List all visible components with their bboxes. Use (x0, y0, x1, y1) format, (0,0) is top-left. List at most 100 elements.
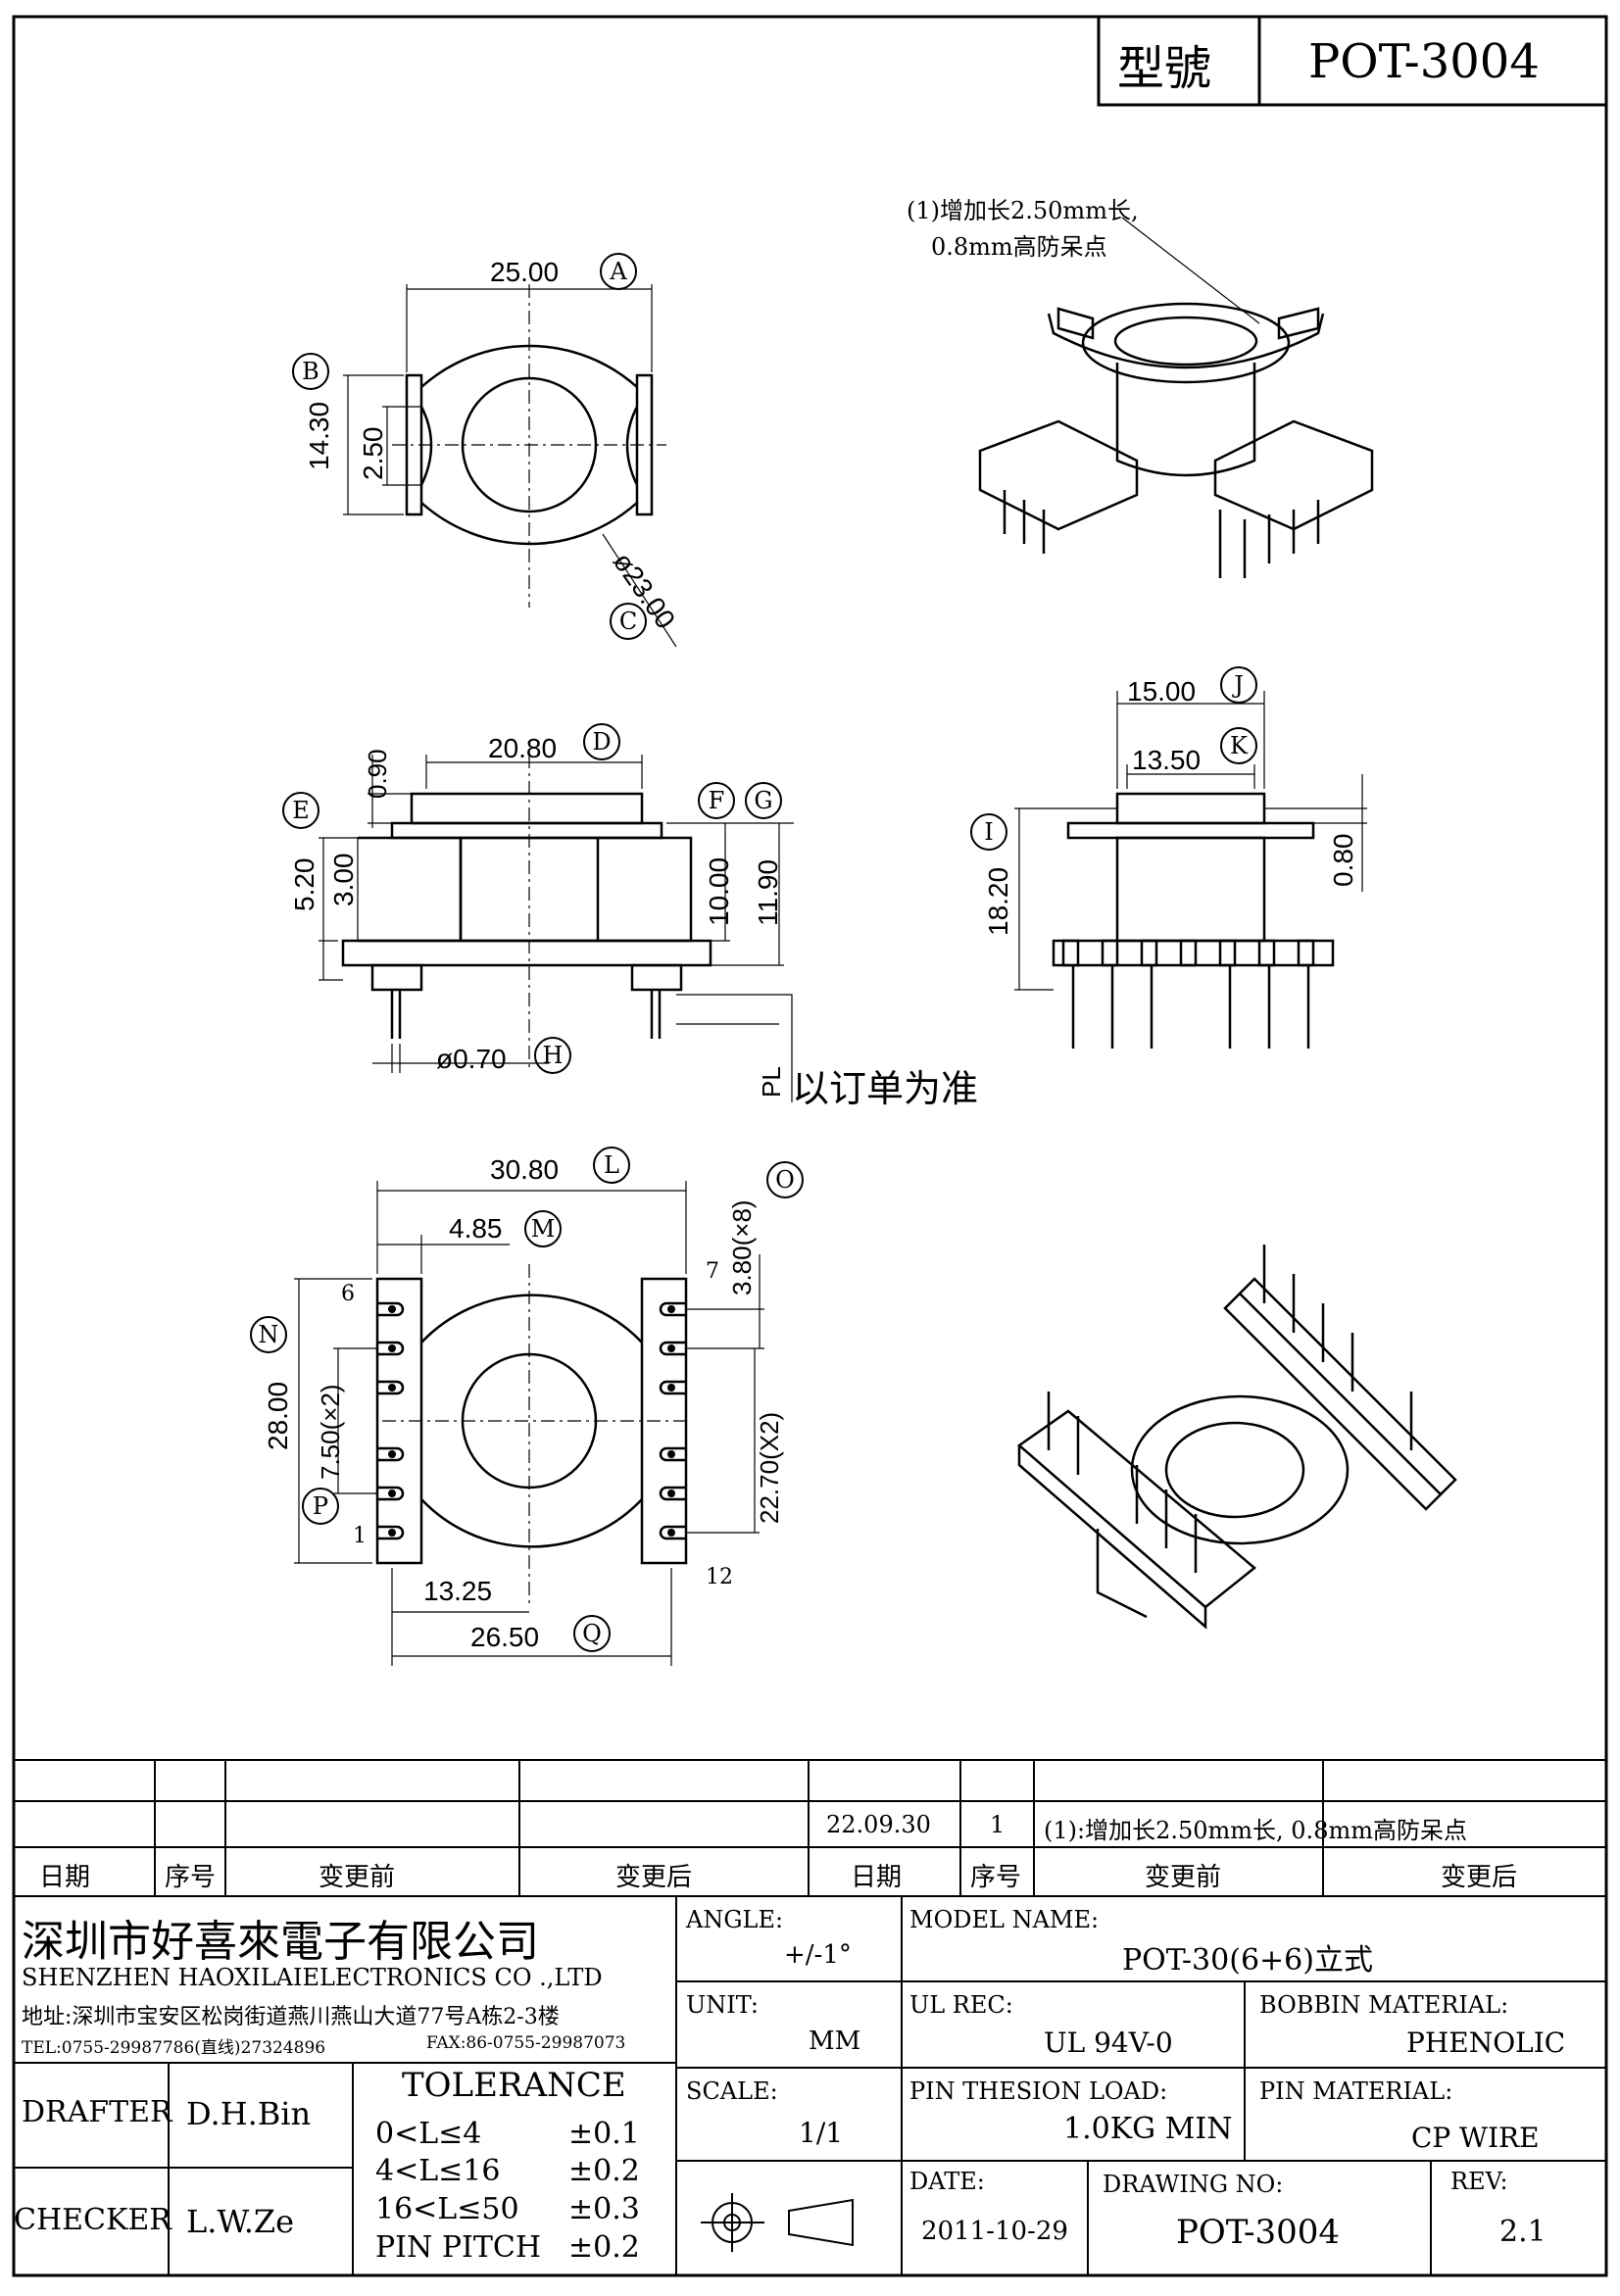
rev-label: REV: (1450, 2168, 1508, 2195)
company-address: 地址:深圳市宝安区松岗街道燕川燕山大道77号A栋2-3楼 (22, 2005, 560, 2029)
rev-date: 22.09.30 (826, 1811, 931, 1838)
tag-d: D (583, 723, 620, 760)
pl-note: 以订单为准 (792, 1067, 979, 1110)
dim-a: 25.00 (490, 257, 560, 287)
tag-a: A (600, 253, 637, 290)
dim-m: 4.85 (449, 1213, 503, 1244)
bobbin-value: PHENOLIC (1406, 2027, 1566, 2059)
tolerance-range-1: 0<L≤4 (375, 2117, 482, 2151)
bottom-view-left-slots (377, 1301, 405, 1540)
drafter-value: D.H.Bin (186, 2095, 312, 2132)
tag-m: M (524, 1210, 562, 1247)
model-value: POT-3004 (1308, 34, 1540, 89)
bottom-view-right-slots (659, 1301, 686, 1540)
ul-value: UL 94V-0 (1044, 2027, 1173, 2059)
bottom-view-pin-dots (388, 1305, 675, 1537)
checker-label: CHECKER (14, 2203, 172, 2237)
note-line1: (1)增加长2.50mm长, (907, 197, 1139, 224)
scale-label: SCALE: (686, 2077, 778, 2105)
tag-g: G (745, 782, 782, 819)
tolerance-value-1: ±0.1 (568, 2117, 640, 2151)
side-view-pin-slots (1061, 939, 1315, 967)
rev-header-date: 日期 (39, 1863, 91, 1892)
bobbin-label: BOBBIN MATERIAL: (1259, 1991, 1509, 2019)
drafter-label: DRAFTER (22, 2095, 172, 2129)
dim-i: 18.20 (983, 866, 1013, 936)
dim-q: 26.50 (470, 1622, 540, 1652)
ul-label: UL REC: (909, 1991, 1013, 2019)
bottom-view-dims (294, 1181, 764, 1666)
sheet-border (12, 15, 1608, 2277)
tag-b: B (292, 353, 329, 390)
date-label: DATE: (909, 2168, 985, 2195)
tag-c: C (610, 603, 647, 640)
rev-header-num: 序号 (165, 1863, 217, 1892)
model-name-label: MODEL NAME: (909, 1906, 1100, 1933)
dim-j: 15.00 (1127, 676, 1197, 707)
dim-d: 20.80 (488, 733, 558, 763)
dim-e-inner: 3.00 (328, 853, 359, 907)
angle-value: +/-1° (784, 1940, 852, 1970)
dim-side-080: 0.80 (1328, 833, 1358, 888)
pin-material-label: PIN MATERIAL: (1259, 2077, 1453, 2105)
title-block-grid (14, 1759, 1606, 2275)
top-view-centerlines (392, 284, 666, 608)
date-value: 2011-10-29 (921, 2217, 1068, 2246)
scale-value: 1/1 (799, 2117, 844, 2149)
tag-j: J (1220, 666, 1257, 704)
tolerance-range-3: 16<L≤50 (375, 2192, 519, 2226)
front-view-dims (319, 755, 794, 1102)
tolerance-range-4: PIN PITCH (375, 2230, 541, 2265)
bottom-view-centerlines (382, 1264, 686, 1607)
dim-p: 7.50(×2) (316, 1384, 345, 1480)
dim-o: 3.80(×8) (727, 1199, 757, 1295)
pin-load-label: PIN THESION LOAD: (909, 2077, 1168, 2105)
drawing-no-value: POT-3004 (1176, 2213, 1341, 2252)
tag-f: F (698, 782, 735, 819)
tolerance-value-2: ±0.2 (568, 2154, 640, 2188)
rev-num: 1 (990, 1811, 1006, 1838)
isometric-view-top (978, 302, 1374, 578)
company-fax: FAX:86-0755-29987073 (426, 2033, 626, 2053)
dim-b-outer: 14.30 (304, 401, 334, 470)
tolerance-range-2: 4<L≤16 (375, 2154, 501, 2188)
top-view-dims (343, 284, 677, 648)
pin-label-7: 7 (706, 1259, 719, 1284)
pin-label-1: 1 (353, 1524, 367, 1548)
company-name-en: SHENZHEN HAOXILAIELECTRONICS CO .,LTD (22, 1964, 603, 1991)
rev-header-before2: 变更前 (1145, 1863, 1222, 1892)
side-view-dims (1014, 691, 1367, 991)
pin-load-value: 1.0KG MIN (1063, 2112, 1233, 2146)
pin-label-12: 12 (706, 1565, 733, 1589)
tag-p: P (302, 1488, 339, 1525)
model-title-box (1097, 15, 1608, 107)
rev-header-before: 变更前 (319, 1863, 396, 1892)
tolerance-value-4: ±0.2 (568, 2230, 640, 2265)
dim-pl: PL (757, 1066, 786, 1098)
tolerance-title: TOLERANCE (402, 2066, 626, 2105)
unit-label: UNIT: (686, 1991, 759, 2019)
side-view-pins (1071, 965, 1310, 1049)
tag-n: N (250, 1316, 287, 1353)
rev-header-after2: 变更后 (1441, 1863, 1518, 1892)
model-name-value: POT-30(6+6)立式 (1122, 1943, 1373, 1978)
dim-b-inner: 2.50 (358, 426, 388, 481)
dim-top-09: 0.90 (363, 749, 392, 799)
isometric-view-bottom (1016, 1245, 1457, 1630)
tag-h: H (534, 1037, 571, 1074)
dim-n: 28.00 (263, 1381, 293, 1450)
front-view (341, 792, 712, 1039)
unit-value: MM (809, 2027, 861, 2056)
dim-e-outer: 5.20 (289, 857, 319, 912)
dim-k: 13.50 (1132, 745, 1202, 775)
tag-i: I (970, 813, 1007, 851)
note-line2: 0.8mm高防呆点 (931, 233, 1107, 261)
dim-h: ø0.70 (436, 1044, 507, 1074)
drawing-no-label: DRAWING NO: (1103, 2171, 1284, 2198)
tag-l: L (593, 1147, 630, 1184)
rev-header-after: 变更后 (615, 1863, 693, 1892)
rev-header-num2: 序号 (970, 1863, 1022, 1892)
company-name-cn: 深圳市好喜來電子有限公司 (22, 1917, 539, 1967)
